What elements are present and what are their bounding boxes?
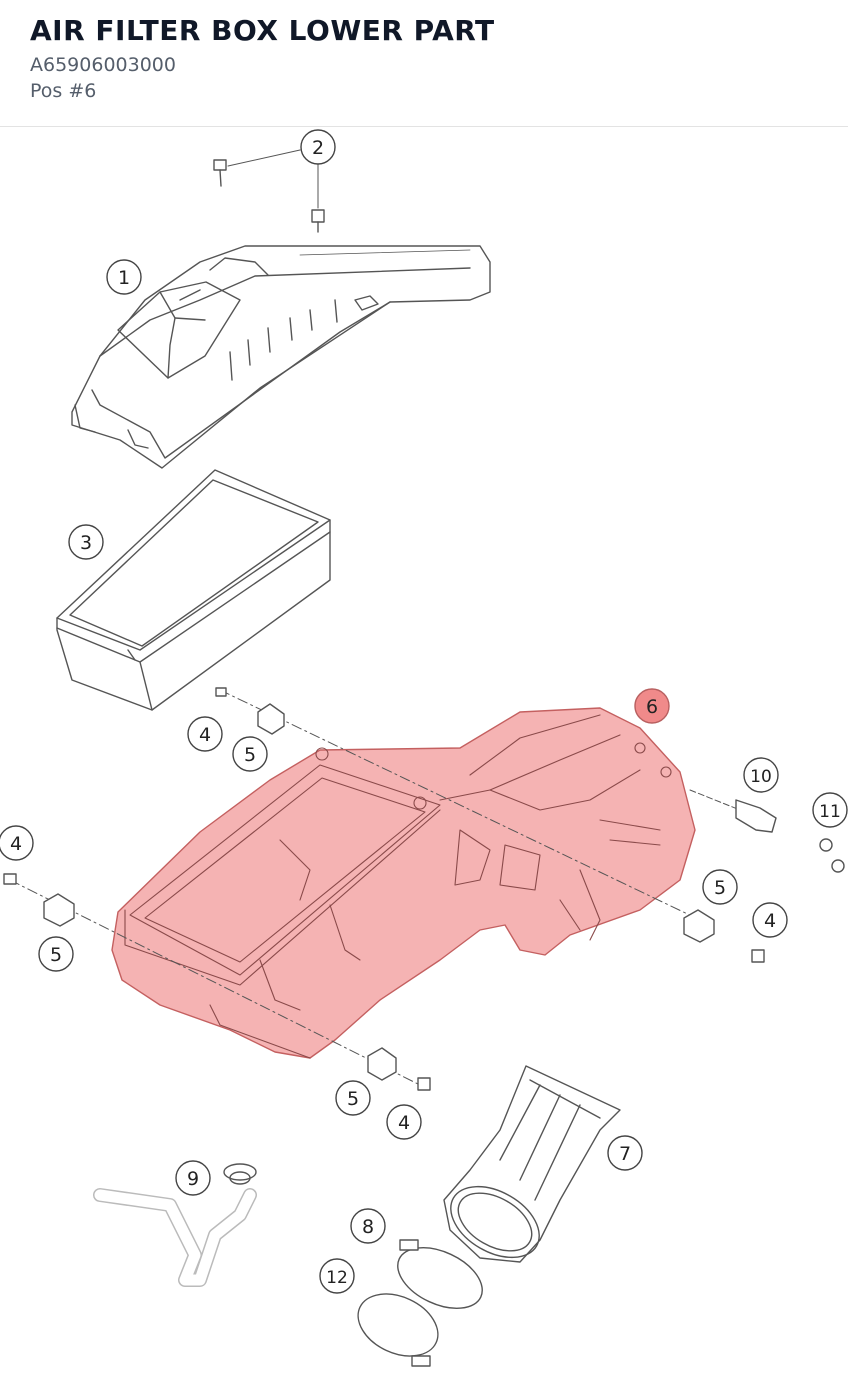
callout-12[interactable]: 12 [319,1258,355,1294]
svg-text:10: 10 [750,767,772,787]
svg-text:12: 12 [326,1268,348,1288]
svg-text:6: 6 [646,696,658,718]
callout-5[interactable]: 5 [702,869,738,905]
screw-part-2[interactable] [213,149,325,233]
callout-1[interactable]: 1 [106,259,142,295]
callout-9[interactable]: 9 [175,1160,211,1196]
intake-boot-part-7[interactable] [438,1065,621,1272]
svg-text:5: 5 [244,744,256,766]
air-filter-element-part-3[interactable] [56,469,331,711]
svg-text:5: 5 [347,1088,359,1110]
part-number: A65906003000 [30,54,176,76]
svg-text:9: 9 [187,1168,199,1190]
callout-7[interactable]: 7 [607,1135,643,1171]
hose-clamp-part-12[interactable] [348,1282,448,1368]
svg-text:4: 4 [199,724,211,746]
page-title: AIR FILTER BOX LOWER PART [30,14,495,47]
mounting-screws-and-rubbers[interactable] [3,687,765,1091]
svg-text:5: 5 [50,944,62,966]
screws-part-11[interactable] [819,838,845,873]
callout-4[interactable]: 4 [187,716,223,752]
air-filter-cover-part-1[interactable] [71,245,491,469]
svg-text:4: 4 [10,833,22,855]
callout-5[interactable]: 5 [232,736,268,772]
svg-text:2: 2 [312,137,324,159]
callout-4[interactable]: 4 [752,902,788,938]
svg-text:3: 3 [80,532,92,554]
sensor-part-10[interactable] [689,789,777,833]
callout-10[interactable]: 10 [743,757,779,793]
svg-text:7: 7 [619,1143,631,1165]
callout-6[interactable]: 6 [634,688,670,724]
exploded-parts-diagram: 1 2 3 4 4 4 4 5 5 5 5 6 7 8 9 10 11 12 [0,127,848,1390]
callout-11[interactable]: 11 [812,792,848,828]
hose-clamp-part-8[interactable] [388,1235,492,1320]
callout-5[interactable]: 5 [38,936,74,972]
svg-text:1: 1 [118,267,130,289]
callout-3[interactable]: 3 [68,524,104,560]
svg-text:8: 8 [362,1216,374,1238]
svg-text:5: 5 [714,877,726,899]
callout-4[interactable]: 4 [0,825,34,861]
svg-text:11: 11 [819,802,841,822]
callout-4[interactable]: 4 [386,1104,422,1140]
page-header: AIR FILTER BOX LOWER PART A65906003000 P… [0,0,848,127]
drain-hose-part-9[interactable] [93,1163,257,1287]
position-label: Pos #6 [30,80,97,102]
svg-text:4: 4 [398,1112,410,1134]
callout-5[interactable]: 5 [335,1080,371,1116]
air-filter-box-lower-part-6[interactable] [111,707,696,1059]
svg-text:4: 4 [764,910,776,932]
callout-8[interactable]: 8 [350,1208,386,1244]
callout-2[interactable]: 2 [300,129,336,165]
